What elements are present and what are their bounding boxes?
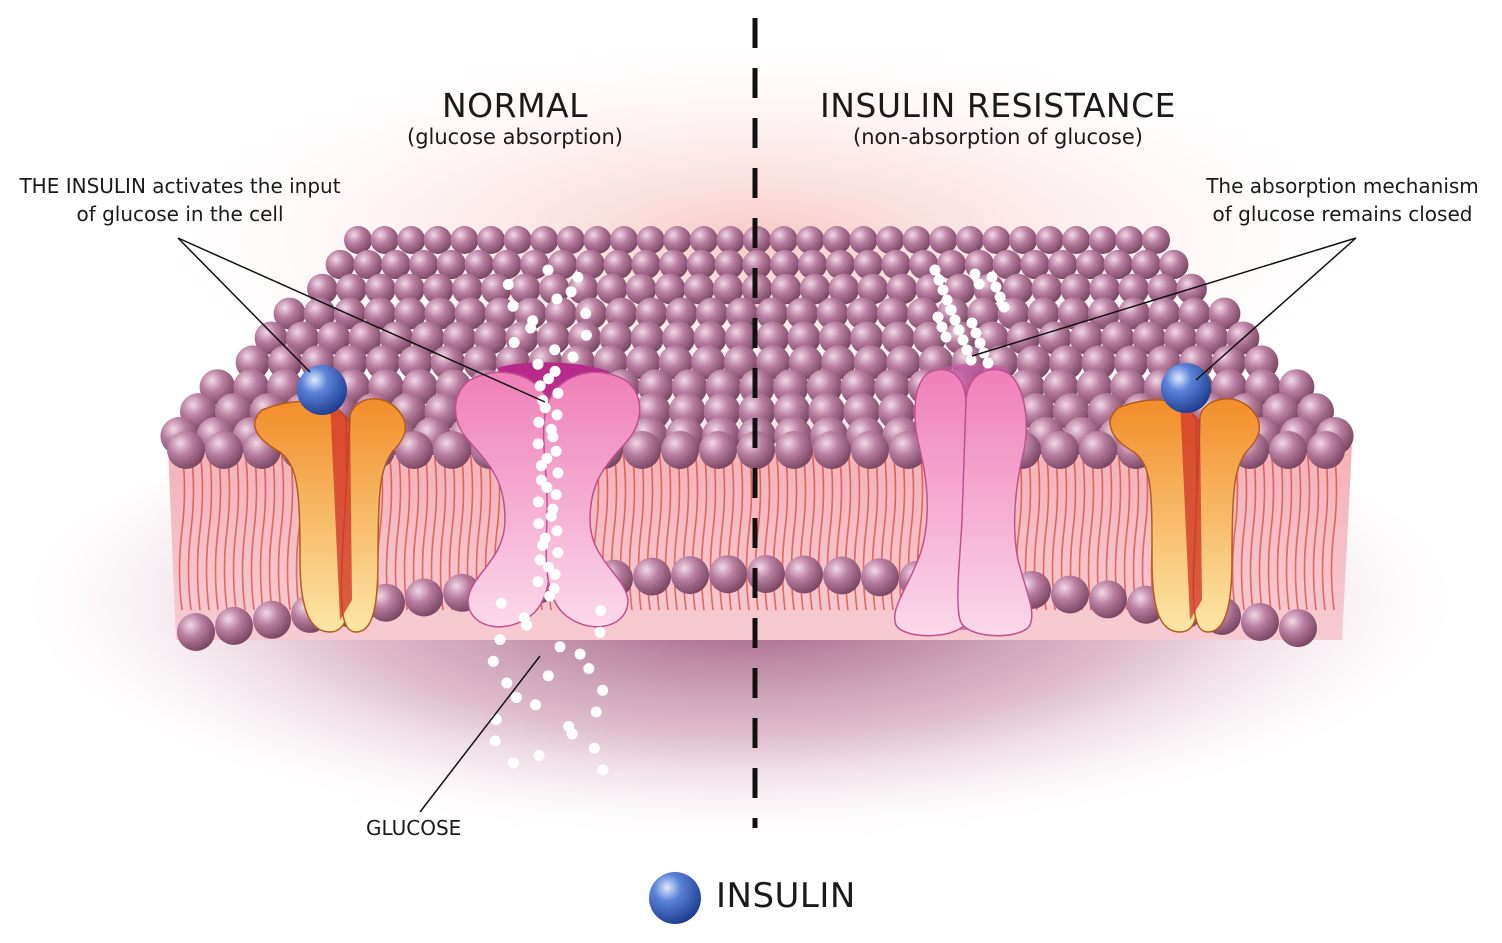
glucose-channel-closed — [893, 363, 1033, 637]
resistance-annotation: The absorption mechanism of glucose rema… — [1200, 172, 1485, 228]
glucose-channel-open — [454, 362, 641, 628]
resistance-annotation-line-1: The absorption mechanism — [1206, 174, 1479, 198]
glucose-particles-flowing — [487, 264, 609, 776]
normal-subtitle: (glucose absorption) — [407, 125, 623, 149]
leader-lines — [177, 237, 1357, 813]
insulin-molecule-right — [1161, 363, 1211, 413]
resistance-title: INSULIN RESISTANCE — [820, 86, 1176, 125]
insulin-receptor-right — [1109, 398, 1261, 633]
normal-title: NORMAL — [441, 86, 589, 125]
resistance-annotation-line-2: of glucose remains closed — [1212, 202, 1473, 226]
normal-annotation: THE INSULIN activates the input of gluco… — [10, 172, 350, 228]
insulin-sphere-icon — [649, 872, 701, 924]
glucose-label: GLUCOSE — [366, 816, 462, 840]
resistance-subtitle: (non-absorption of glucose) — [853, 125, 1143, 149]
insulin-receptor-left — [253, 398, 407, 633]
legend-insulin-label: INSULIN — [716, 876, 856, 916]
normal-annotation-line-1: THE INSULIN activates the input — [19, 174, 341, 198]
insulin-molecule-left — [297, 365, 347, 415]
glucose-particles-blocked — [929, 264, 1010, 369]
normal-annotation-line-2: of glucose in the cell — [76, 202, 284, 226]
